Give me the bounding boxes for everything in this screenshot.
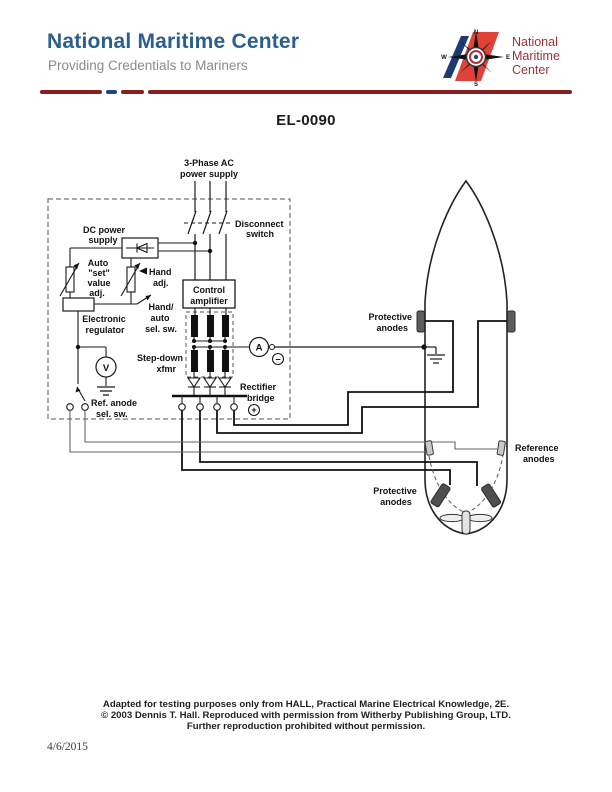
- forward-protective-anodes: [416, 310, 516, 333]
- elec-label-1: Electronic: [82, 314, 126, 324]
- junction-dot: [207, 248, 213, 254]
- supply-label-2: power supply: [180, 169, 238, 179]
- junction-dot: [75, 344, 81, 350]
- rectifier-label-1: Rectifier: [240, 382, 277, 392]
- hand-rheostat: [120, 262, 141, 297]
- switch-arrow-icon: [145, 295, 151, 301]
- auto-label-1: Auto: [88, 258, 109, 268]
- reference-anode-wiring: [69, 410, 497, 453]
- hand-label-2: adj.: [153, 278, 169, 288]
- disconnect-label-1: Disconnect: [235, 219, 284, 229]
- logo-text-1: National: [512, 35, 558, 49]
- rudder-icon: [461, 510, 471, 535]
- auto-label-3: value: [87, 278, 110, 288]
- refsw-label-2: sel. sw.: [96, 409, 128, 419]
- compass-n: N: [474, 30, 478, 36]
- stepdown-label-2: xfmr: [156, 364, 176, 374]
- prot-fwd-label-1: Protective: [368, 312, 412, 322]
- dc-supply-wires: [69, 242, 210, 304]
- control-label-2: amplifier: [190, 296, 228, 306]
- handauto-label-2: auto: [151, 313, 171, 323]
- ref-anodes-label-2: anodes: [523, 454, 555, 464]
- control-amplifier-box: [182, 279, 236, 309]
- compass-w: W: [441, 55, 447, 61]
- negative-polarity-icon: [271, 352, 285, 366]
- junction-dot: [192, 240, 198, 246]
- hull-ground-icon: [424, 346, 445, 364]
- three-phase-lines: [184, 181, 233, 280]
- ammeter-symbol: [248, 336, 270, 358]
- elec-label-2: regulator: [85, 325, 125, 335]
- terminal: [66, 403, 74, 411]
- electronic-regulator-box: [62, 297, 95, 312]
- compass-s: S: [474, 82, 478, 88]
- supply-label-1: 3-Phase AC: [184, 158, 234, 168]
- hand-pointer-icon: [139, 267, 147, 275]
- rectifier-label-2: bridge: [247, 393, 275, 403]
- plus-sign: +: [251, 405, 256, 415]
- prot-fwd-label-2: anodes: [376, 323, 408, 333]
- voltmeter-letter: V: [103, 363, 110, 374]
- stepdown-label-1: Step-down: [137, 353, 183, 363]
- dc-label-2: supply: [88, 235, 117, 245]
- dc-label-1: DC power: [83, 225, 126, 235]
- prot-aft-label-2: anodes: [380, 497, 412, 507]
- copyright-line-2: © 2003 Dennis T. Hall. Reproduced with p…: [101, 710, 511, 722]
- logo-text-3: Center: [512, 63, 550, 77]
- print-date: 4/6/2015: [47, 741, 88, 753]
- auto-set-rheostat: [59, 262, 80, 297]
- ref-anodes-label-1: Reference: [515, 443, 559, 453]
- positive-polarity-icon: [247, 403, 261, 417]
- ammeter-letter: A: [256, 343, 263, 354]
- copyright-line-3: Further reproduction prohibited without …: [186, 721, 426, 733]
- terminal: [81, 403, 89, 411]
- terminal: [269, 344, 275, 350]
- reference-anodes: [424, 440, 506, 456]
- xfmr-wires: [193, 308, 249, 350]
- cathodic-protection-diagram: 3-Phase AC power supply Disconnect switc…: [47, 158, 559, 535]
- org-title: National Maritime Center: [47, 30, 300, 53]
- org-tagline: Providing Credentials to Mariners: [48, 58, 248, 73]
- protective-anode-wiring: [181, 320, 508, 486]
- minus-sign: −: [275, 354, 280, 364]
- diode-icon: [126, 242, 154, 254]
- hand-label-1: Hand: [149, 267, 172, 277]
- copyright-notice: Adapted for testing purposes only from H…: [0, 699, 612, 733]
- rectifier-diodes: [186, 372, 233, 396]
- header-divider: [40, 90, 572, 94]
- figure-code: EL-0090: [276, 112, 336, 129]
- prot-aft-label-1: Protective: [373, 486, 417, 496]
- nmc-logo: N W E S National Maritime Center: [441, 30, 560, 88]
- output-terminals: [178, 396, 238, 411]
- switch-arrow-icon: [75, 387, 81, 393]
- ship-hull-outline: [424, 179, 508, 535]
- voltmeter-symbol: [95, 356, 117, 378]
- compass-e: E: [506, 55, 510, 61]
- aft-protective-anodes: [430, 483, 502, 508]
- xfmr-windings: [191, 315, 229, 372]
- logo-text-2: Maritime: [512, 49, 560, 63]
- auto-label-4: adj.: [89, 288, 105, 298]
- auto-label-2: "set": [88, 268, 110, 278]
- control-label-1: Control: [193, 285, 225, 295]
- control-cabinet-outline: [47, 198, 291, 420]
- handauto-label-3: sel. sw.: [145, 324, 177, 334]
- ground-icon: [97, 386, 115, 396]
- handauto-label-1: Hand/: [148, 302, 174, 312]
- copyright-line-1: Adapted for testing purposes only from H…: [102, 699, 510, 710]
- refsw-label-1: Ref. anode: [91, 398, 137, 408]
- disconnect-label-2: switch: [246, 229, 274, 239]
- compass-rose-icon: N W E S: [441, 30, 510, 88]
